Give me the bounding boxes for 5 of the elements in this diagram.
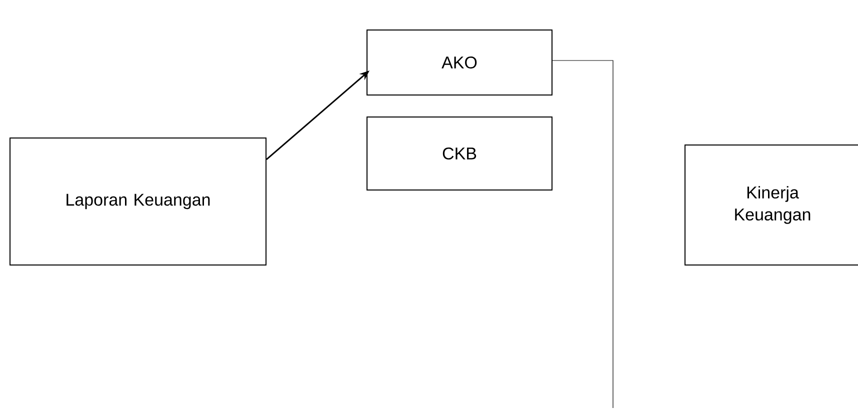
text-box: Laporan Keuangan [10, 138, 266, 266]
connector-line [552, 60, 614, 408]
text-box: Kinerja Keuangan [684, 144, 858, 266]
text-box: CKB [366, 116, 552, 190]
text-box: AKO [366, 30, 552, 96]
